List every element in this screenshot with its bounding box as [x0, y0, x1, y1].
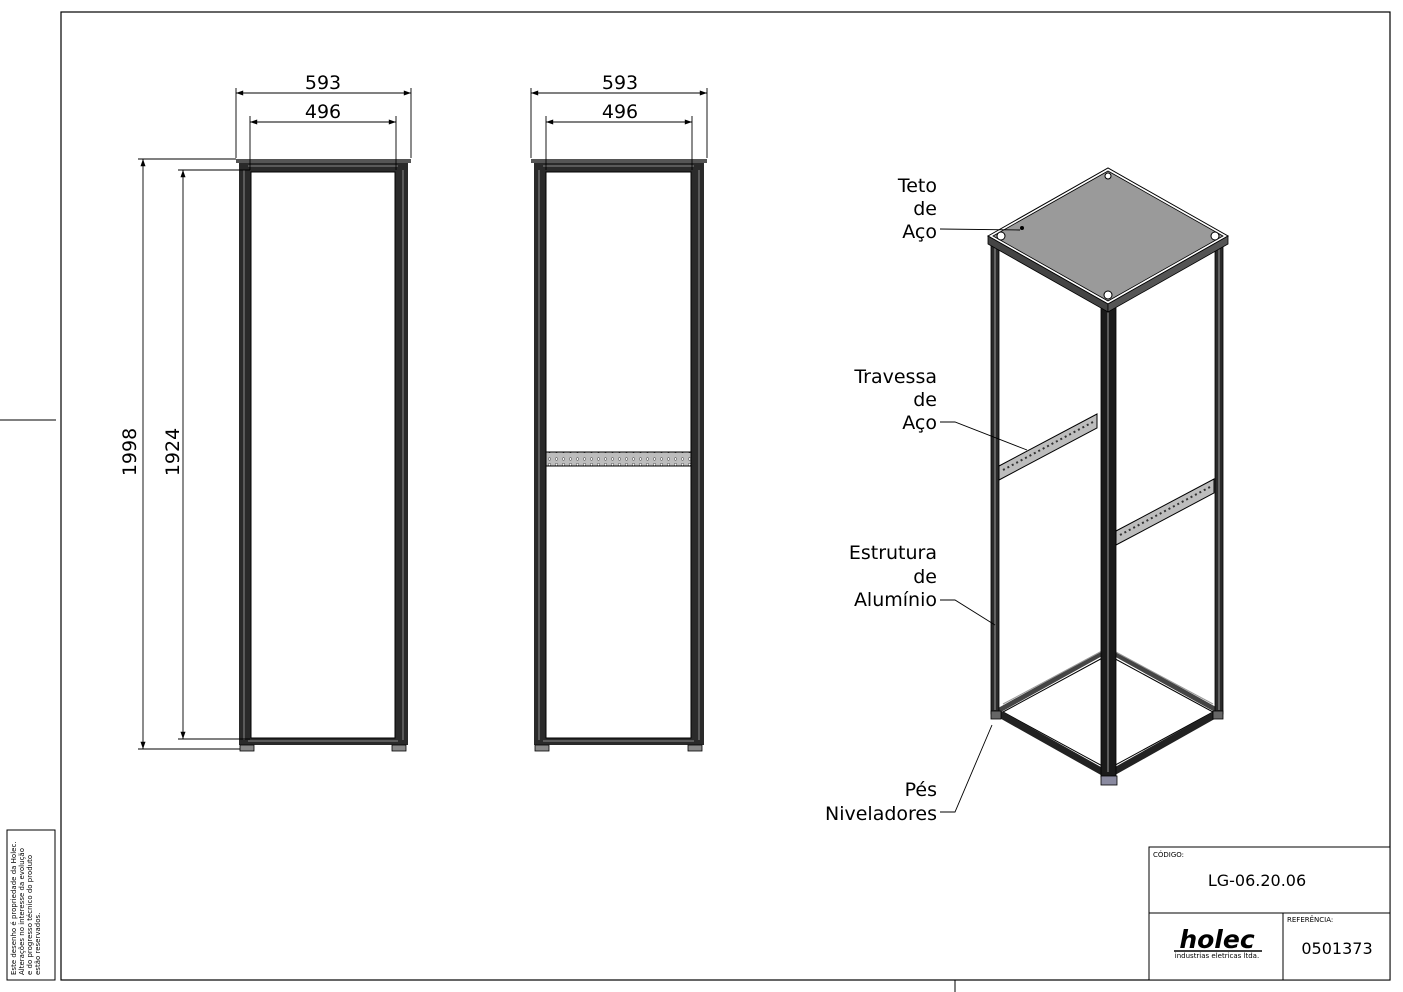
front-height-outer-label: 1998 [119, 428, 141, 476]
callout-crossbar-line-3: Aço [902, 412, 937, 434]
code-value: LG-06.20.06 [1208, 871, 1306, 890]
side-foot-right [687, 744, 703, 752]
leader-lines [939, 228, 1028, 813]
front-dim-1924: 1924 [162, 169, 250, 740]
callout-feet: Pés Niveladores [825, 779, 937, 825]
company-logo: holec [1179, 925, 1254, 954]
copyright-note: Este desenho é propriedade da Holec. Alt… [6, 829, 56, 981]
callout-frame-line-2: de [913, 566, 937, 588]
side-dim-593: 593 [530, 72, 708, 158]
callout-frame-line-3: Alumínio [854, 589, 937, 611]
side-width-outer-label: 593 [602, 72, 638, 94]
front-dim-496: 496 [249, 101, 397, 170]
iso-bottom-frame [994, 647, 1222, 779]
note-line-1: Este desenho é propriedade da Holec. [10, 841, 18, 975]
note-line-3: e do progresso técnico do produto [26, 855, 34, 975]
note-line-4: estão reservados. [34, 913, 42, 975]
iso-crossbars [998, 413, 1215, 546]
callout-roof-line-1: Teto [897, 175, 937, 197]
title-block: CÓDIGO: LG-06.20.06 REFERÊNCIA: 0501373 … [1148, 846, 1391, 981]
code-label: CÓDIGO: [1153, 850, 1184, 859]
sheet-border [0, 11, 1391, 992]
reference-value: 0501373 [1301, 939, 1372, 958]
callout-feet-line-2: Niveladores [825, 803, 937, 825]
front-frame [236, 159, 411, 752]
front-view: 593 496 1998 1924 [119, 72, 412, 752]
iso-feet [990, 710, 1224, 786]
reference-label: REFERÊNCIA: [1287, 915, 1333, 924]
side-width-inner-label: 496 [602, 101, 638, 123]
front-foot-left [239, 744, 255, 752]
callout-frame-line-1: Estrutura [849, 542, 937, 564]
side-view: 593 496 [530, 72, 708, 752]
callout-roof-line-3: Aço [902, 221, 937, 243]
callout-frame: Estrutura de Alumínio [849, 542, 937, 611]
front-width-outer-label: 593 [305, 72, 341, 94]
company-tagline: industrias eletricas ltda. [1175, 952, 1259, 960]
side-frame [531, 159, 707, 752]
callout-roof-line-2: de [913, 198, 937, 220]
side-foot-left [534, 744, 550, 752]
front-width-inner-label: 496 [305, 101, 341, 123]
callout-crossbar-line-1: Travessa [853, 366, 937, 388]
front-height-inner-label: 1924 [162, 428, 184, 476]
note-line-2: Alterações no interesse da evolução [18, 848, 26, 975]
front-dim-593: 593 [235, 72, 412, 158]
iso-posts [990, 241, 1224, 778]
callout-crossbar-line-2: de [913, 389, 937, 411]
callout-feet-line-1: Pés [905, 779, 937, 801]
callout-crossbar: Travessa de Aço [853, 366, 937, 434]
isometric-view: Teto de Aço Travessa de Aço Estrutura de… [825, 167, 1230, 825]
side-crossbar [545, 451, 692, 467]
callout-roof: Teto de Aço [897, 175, 937, 243]
front-foot-right [391, 744, 407, 752]
front-dim-1998: 1998 [119, 158, 240, 750]
side-dim-496: 496 [545, 101, 693, 170]
iso-roof [986, 167, 1230, 313]
